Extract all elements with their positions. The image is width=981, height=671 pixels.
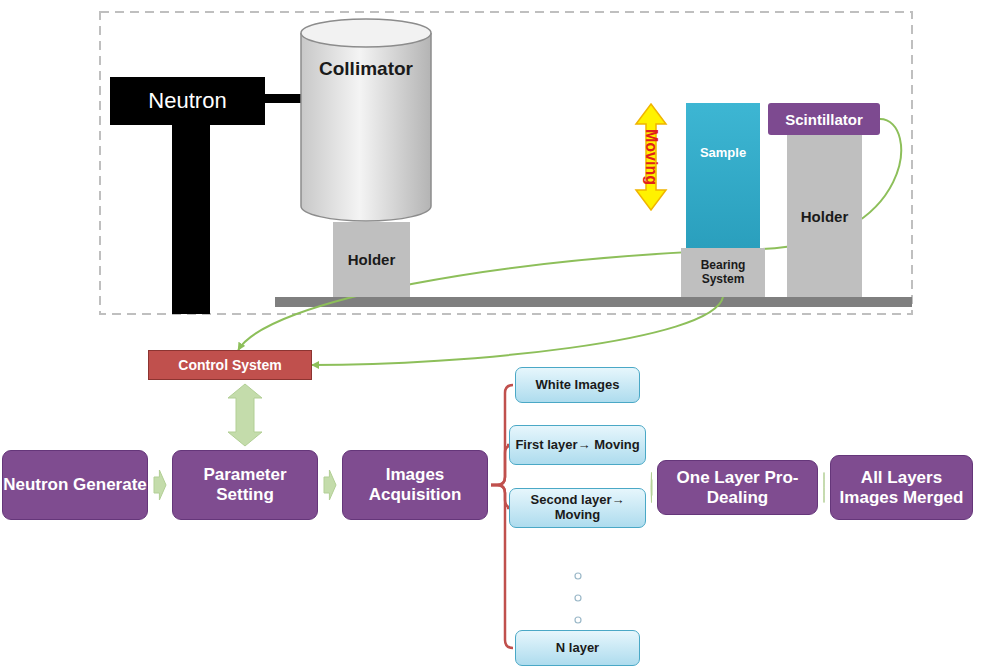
node-text: All Layers Images Merged: [831, 468, 972, 507]
text-group: Holder: [801, 208, 849, 225]
node-text: Sample: [700, 145, 746, 160]
cylinder-outline: [300, 18, 432, 223]
node-text: First layer→ Moving: [515, 438, 639, 453]
node-text: Holder: [801, 208, 849, 225]
text-group: Images Acquisition: [343, 465, 487, 504]
ellipsis-dot: [575, 617, 581, 623]
node-text: Images Acquisition: [343, 465, 487, 504]
sample-block: Sample: [686, 103, 760, 248]
moving-arrow: [636, 104, 666, 210]
process-box: Neutron Generate: [2, 450, 148, 520]
block-arrow: [228, 384, 262, 446]
cylinder-body: [301, 33, 431, 221]
text-group: White Images: [536, 378, 620, 393]
step-box: N layer: [515, 630, 640, 666]
scintillator-plate: Scintillator: [768, 103, 880, 135]
collimator-cylinder: Collimator: [300, 18, 432, 223]
block-arrow: [651, 473, 652, 503]
node-text: N layer: [556, 641, 599, 656]
node-text: One Layer Pro-Dealing: [658, 468, 817, 507]
node-text: Bearing System: [681, 259, 765, 287]
neutron-source: Neutron: [110, 77, 265, 125]
ellipsis-dot: [575, 573, 581, 579]
text-group: First layer→ Moving: [515, 438, 639, 453]
node-text: White Images: [536, 378, 620, 393]
text-group: Holder: [348, 251, 396, 268]
source-stem: [172, 124, 210, 314]
holder-block: Holder: [787, 135, 862, 297]
text-group: Neutron Generate: [3, 475, 147, 495]
signal-line: [312, 297, 723, 365]
node-text: Parameter Setting: [173, 465, 317, 504]
motion-label: Moving: [642, 129, 660, 185]
process-box: One Layer Pro-Dealing: [657, 460, 818, 515]
block-arrow: [324, 470, 336, 500]
process-box: Parameter Setting: [172, 450, 318, 520]
block-arrow: [154, 470, 166, 500]
node-text: Neutron: [148, 88, 226, 114]
text-group: One Layer Pro-Dealing: [658, 468, 817, 507]
control-box: Control System: [148, 350, 312, 380]
node-text: Neutron Generate: [3, 475, 147, 495]
text-group: Control System: [178, 357, 281, 373]
text-group: Parameter Setting: [173, 465, 317, 504]
text-group: Collimator: [319, 58, 413, 80]
holder-block: Holder: [333, 222, 410, 297]
bearing-block: Bearing System: [681, 248, 765, 297]
node-text: Holder: [348, 251, 396, 268]
ellipsis-dot: [575, 595, 581, 601]
text-group: All Layers Images Merged: [831, 468, 972, 507]
block-arrow: [824, 473, 825, 503]
node-text: Control System: [178, 357, 281, 373]
base-rail: [275, 297, 912, 307]
step-box: First layer→ Moving: [509, 425, 646, 465]
node-text: Scintillator: [785, 111, 863, 128]
step-box: White Images: [515, 367, 640, 403]
text-group: N layer: [556, 641, 599, 656]
text-group: Second layer→ Moving: [510, 493, 645, 523]
cylinder-top: [301, 19, 431, 47]
step-box: Second layer→ Moving: [509, 488, 646, 528]
process-box: All Layers Images Merged: [830, 455, 973, 520]
text-group: Sample: [700, 145, 746, 160]
text-group: Bearing System: [681, 259, 765, 287]
process-box: Images Acquisition: [342, 450, 488, 520]
node-text: Second layer→ Moving: [510, 493, 645, 523]
node-text: Collimator: [319, 58, 413, 80]
text-group: Neutron: [148, 88, 226, 114]
text-group: Scintillator: [785, 111, 863, 128]
source-nozzle: [264, 94, 301, 103]
